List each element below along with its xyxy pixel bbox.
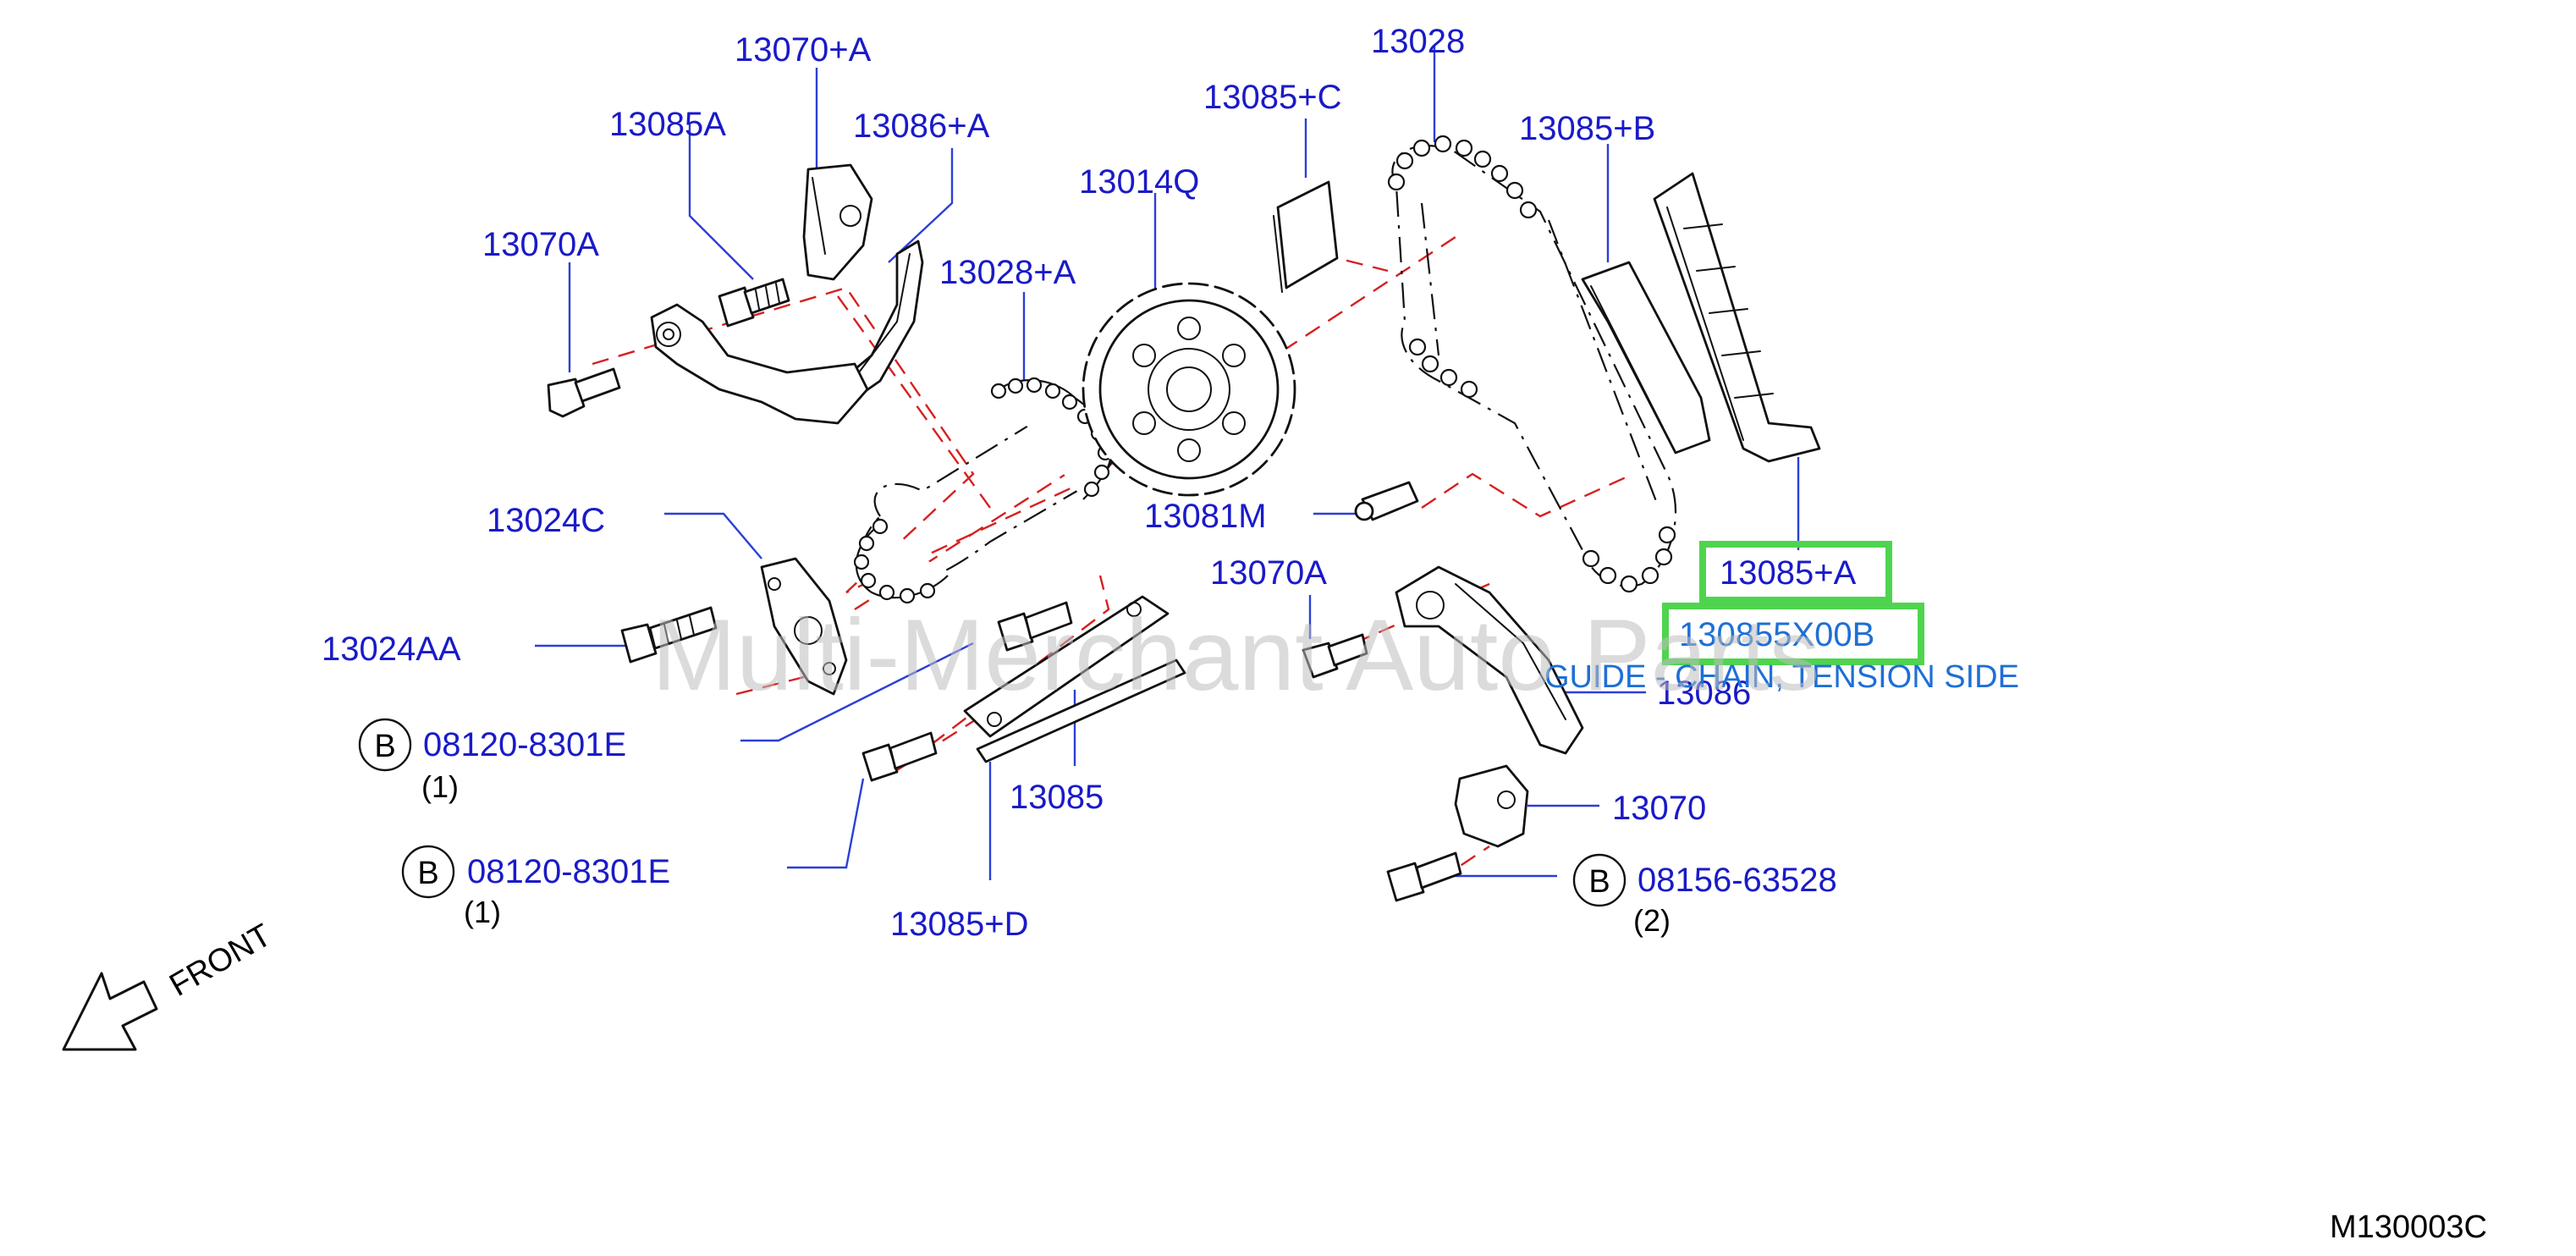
tensioner-13070-part: [1454, 764, 1529, 848]
label-bolt-08156[interactable]: 08156-63528: [1638, 862, 1837, 899]
sprocket-13014q-part: [1082, 282, 1296, 497]
watermark: Multi-Merchant Auto Parts: [652, 598, 1820, 712]
gasket-13024c-part: [760, 557, 848, 696]
pivot-bolt-left-part: [547, 367, 621, 418]
guide-13085c-part: [1273, 180, 1339, 293]
chain-large-part: [1387, 135, 1677, 593]
guide-13086-part: [1395, 565, 1584, 755]
b-symbol-1-text: B: [374, 729, 395, 764]
label-13086a[interactable]: 13086+A: [853, 107, 990, 145]
label-13024c[interactable]: 13024C: [487, 502, 605, 539]
b-symbol-1: [358, 718, 412, 772]
front-arrow-icon: [62, 972, 158, 1051]
label-13024aa[interactable]: 13024AA: [322, 631, 461, 668]
b-symbol-3: [1572, 853, 1627, 907]
bolt-08156-part: [1386, 851, 1462, 902]
label-bolt-08120-2[interactable]: 08120-8301E: [467, 853, 670, 890]
qty-bolt-08156: (2): [1633, 903, 1671, 938]
leader-lines: [535, 47, 1800, 880]
label-130855x00b[interactable]: 130855X00B: [1679, 616, 1874, 653]
label-13028a[interactable]: 13028+A: [939, 254, 1076, 291]
part-labels: 13070+A 13085A 13086+A 13070A 13028+A 13…: [322, 23, 1874, 943]
label-13085a-highlighted[interactable]: 13085+A: [1720, 554, 1857, 592]
arm-13070a-part: [650, 303, 869, 425]
front-label: FRONT: [164, 917, 278, 1004]
bolt-13085a-part: [718, 278, 790, 328]
label-13070a-middle[interactable]: 13070A: [1210, 554, 1327, 592]
bolt-08120-upper-part: [997, 601, 1073, 652]
pivot-bolt-middle-part: [1302, 633, 1368, 679]
guide-tension-side-part: [1653, 172, 1821, 463]
qty-bolt-08120-2: (1): [464, 895, 501, 929]
b-symbol-3-text: B: [1588, 864, 1610, 900]
label-13086[interactable]: 13086: [1657, 675, 1751, 712]
b-symbol-2: [401, 845, 455, 899]
label-13085b[interactable]: 13085+B: [1519, 110, 1655, 147]
label-bolt-08120-1[interactable]: 08120-8301E: [423, 726, 626, 763]
guide-13085b-part: [1581, 261, 1711, 454]
highlight-box-13085a: [1699, 541, 1892, 603]
label-13070a-left[interactable]: 13070A: [482, 226, 599, 263]
label-13070a-top[interactable]: 13070+A: [735, 31, 872, 69]
label-13085d[interactable]: 13085+D: [890, 906, 1028, 943]
highlight-box-130855x00b: [1662, 603, 1924, 665]
tensioner-upper-part: [802, 163, 873, 281]
label-13028[interactable]: 13028: [1371, 23, 1465, 60]
label-13085c[interactable]: 13085+C: [1203, 79, 1341, 116]
label-13085[interactable]: 13085: [1010, 779, 1104, 816]
bolt-13024aa-part: [620, 606, 718, 664]
bolt-08120-lower-part: [861, 731, 938, 782]
part-description: GUIDE - CHAIN, TENSION SIDE: [1544, 659, 2019, 695]
qty-bolt-08120-1: (1): [421, 769, 459, 804]
b-symbol-2-text: B: [417, 856, 438, 891]
chain-small-part: [853, 377, 1117, 604]
label-13070[interactable]: 13070: [1612, 790, 1706, 827]
label-13085a[interactable]: 13085A: [609, 106, 726, 143]
oil-jet-13081m-part: [1354, 481, 1419, 521]
label-13014q[interactable]: 13014Q: [1079, 163, 1199, 201]
label-13081m[interactable]: 13081M: [1144, 498, 1267, 535]
guide-13085-part: [963, 595, 1186, 763]
front-arrow: FRONT: [62, 917, 278, 1051]
diagram-code: M130003C: [2330, 1209, 2487, 1245]
